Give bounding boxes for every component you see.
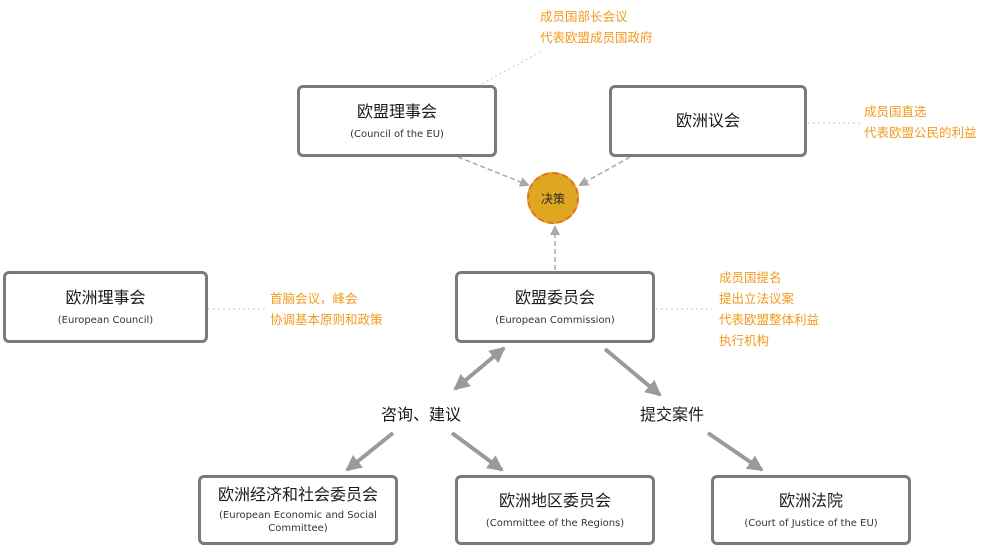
note-line: 成员国部长会议 <box>540 9 628 24</box>
arrow-commission-consult <box>453 346 506 391</box>
note-line: 执行机构 <box>719 333 770 348</box>
council-of-eu-box: 欧盟理事会 (Council of the EU) <box>297 85 497 157</box>
note-line: 代表欧盟成员国政府 <box>540 30 653 45</box>
note-line: 代表欧盟整体利益 <box>719 312 820 327</box>
eesc-subtitle: (European Economic and Social Committee) <box>219 509 377 535</box>
note-line: 提出立法议案 <box>719 291 795 306</box>
arrow-commission-submit <box>603 347 662 397</box>
parliament-note: 成员国直选 代表欧盟公民的利益 <box>864 101 977 143</box>
arrow-consult-to-regions <box>450 431 504 472</box>
court-of-justice-subtitle: (Court of Justice of the EU) <box>744 517 878 529</box>
eesc-subtitle-line1: (European Economic and Social <box>219 510 377 521</box>
eesc-title: 欧洲经济和社会委员会 <box>217 485 378 504</box>
council-of-eu-title: 欧盟理事会 <box>356 101 437 121</box>
arrow-consult-to-eesc <box>345 431 395 472</box>
court-of-justice-box: 欧洲法院 (Court of Justice of the EU) <box>711 475 911 545</box>
european-commission-box: 欧盟委员会 (European Commission) <box>455 271 655 343</box>
arrow-submit-to-court <box>706 431 764 472</box>
european-commission-subtitle: (European Commission) <box>495 314 615 326</box>
european-council-title: 欧洲理事会 <box>65 287 146 307</box>
decision-node: 决策 <box>527 172 579 224</box>
eesc-subtitle-line2: Committee) <box>268 523 328 534</box>
european-commission-title: 欧盟委员会 <box>514 287 595 307</box>
european-parliament-title: 欧洲议会 <box>675 111 740 130</box>
arrow-parliament-to-decision <box>578 156 631 186</box>
committee-of-regions-box: 欧洲地区委员会 (Committee of the Regions) <box>455 475 655 545</box>
council-of-eu-note: 成员国部长会议 代表欧盟成员国政府 <box>540 6 653 48</box>
note-line: 协调基本原则和政策 <box>270 312 383 327</box>
note-line: 代表欧盟公民的利益 <box>864 125 977 140</box>
committee-of-regions-title: 欧洲地区委员会 <box>498 490 611 510</box>
european-council-box: 欧洲理事会 (European Council) <box>3 271 208 343</box>
arrow-council-to-decision <box>457 156 530 187</box>
council-of-eu-subtitle: (Council of the EU) <box>350 128 444 140</box>
decision-label: 决策 <box>540 191 565 206</box>
committee-of-regions-subtitle: (Committee of the Regions) <box>485 517 625 529</box>
court-of-justice-title: 欧洲法院 <box>778 490 843 510</box>
commission-note: 成员国提名 提出立法议案 代表欧盟整体利益 执行机构 <box>719 267 819 351</box>
eesc-box: 欧洲经济和社会委员会 (European Economic and Social… <box>198 475 398 545</box>
note-line: 首脑会议，峰会 <box>270 291 358 306</box>
leader-council-eu-note <box>481 51 541 85</box>
submit-cases-label: 提交案件 <box>640 405 705 424</box>
european-council-subtitle: (European Council) <box>57 314 154 326</box>
european-council-note: 首脑会议，峰会 协调基本原则和政策 <box>270 288 383 330</box>
note-line: 成员国提名 <box>719 270 782 285</box>
note-line: 成员国直选 <box>864 104 927 119</box>
consult-advise-label: 咨询、建议 <box>381 405 462 424</box>
european-parliament-box: 欧洲议会 <box>609 85 807 157</box>
